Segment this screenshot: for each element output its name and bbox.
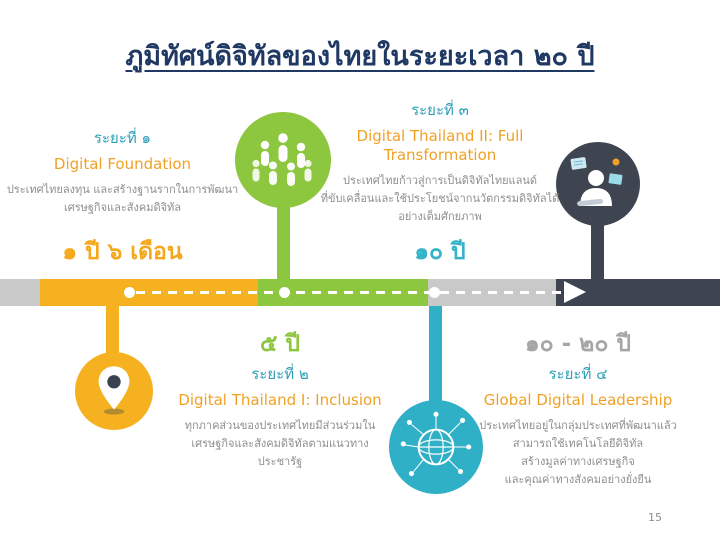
globe-network-icon xyxy=(400,411,472,477)
phase-1-subtitle: Digital Foundation xyxy=(53,155,192,173)
map-pin-icon xyxy=(98,366,130,415)
phase-2-block: ระยะที่ ๒ Digital Thailand I: Inclusion … xyxy=(170,362,390,471)
phase-3-connector xyxy=(429,306,442,406)
phase-1-duration: ๑ ปี ๖ เดือน xyxy=(62,239,183,265)
phase-2-icon-circle xyxy=(235,112,331,208)
phase-3-desc-line: อย่างเต็มศักยภาพ xyxy=(398,209,482,223)
phase-1-connector xyxy=(106,306,119,358)
phase-3-subtitle: Digital Thailand II: Full Transformation xyxy=(356,127,524,164)
milestone-dot-3 xyxy=(429,287,440,298)
phase-4-subtitle: Global Digital Leadership xyxy=(483,391,673,409)
timeline-arrow-icon xyxy=(564,281,586,303)
phase-3-desc-line: ประเทศไทยก้าวสู่การเป็นดิจิทัลไทยแลนด์ xyxy=(342,173,538,187)
milestone-dot-1 xyxy=(124,287,135,298)
phase-3-label: ระยะที่ ๓ xyxy=(411,101,469,119)
phase-4-block: ระยะที่ ๔ Global Digital Leadership ประเ… xyxy=(460,362,696,489)
phase-2-duration: ๕ ปี xyxy=(259,331,300,357)
phase-2-label: ระยะที่ ๒ xyxy=(251,365,309,383)
phase-3-duration: ๑๐ ปี xyxy=(414,239,466,265)
phase-2-subtitle: Digital Thailand I: Inclusion xyxy=(178,391,382,409)
phase-4-desc-line: สามารถใช้เทคโนโลยีดิจิทัล xyxy=(512,436,644,450)
phase-4-desc-line: และคุณค่าทางสังคมอย่างยั่งยืน xyxy=(504,473,652,487)
phase-4-icon-circle xyxy=(556,142,640,226)
phase-4-desc-line: ประเทศไทยอยู่ในกลุ่มประเทศที่พัฒนาแล้ว xyxy=(479,418,677,432)
phase-1-block: ระยะที่ ๑ Digital Foundation ประเทศไทยลง… xyxy=(6,126,239,217)
timeline-dashed-line xyxy=(136,291,566,294)
phase-3-block: ระยะที่ ๓ Digital Thailand II: Full Tran… xyxy=(321,98,560,226)
phase-2-desc-line: ทุกภาคส่วนของประเทศไทยมีส่วนร่วมใน xyxy=(184,418,376,432)
phase-1-label: ระยะที่ ๑ xyxy=(93,129,152,147)
phase-1-desc-line: เศรษฐกิจและสังคมดิจิทัล xyxy=(63,200,182,214)
milestone-dot-2 xyxy=(279,287,290,298)
person-computer-icon xyxy=(570,157,623,207)
phase-4-desc-line: สร้างมูลค่าทางเศรษฐกิจ xyxy=(521,455,635,469)
slide-title: ภูมิทัศน์ดิจิทัลของไทยในระยะเวลา ๒๐ ปี xyxy=(125,41,595,72)
phase-2-connector xyxy=(277,200,290,280)
phase-1-icon-circle xyxy=(75,352,153,430)
phase-3-icon-circle xyxy=(389,400,483,494)
page-number: 15 xyxy=(648,511,662,524)
phase-3-desc-line: ที่ขับเคลื่อนและใช้ประโยชน์จากนวัตกรรมดิ… xyxy=(320,191,560,205)
phase-1-desc-line: ประเทศไทยลงทุน และสร้างฐานรากในการพัฒนา xyxy=(6,182,239,196)
phase-2-desc-line: ประชารัฐ xyxy=(257,455,303,469)
phase-4-label: ระยะที่ ๔ xyxy=(548,365,608,383)
phase-2-desc-line: เศรษฐกิจและสังคมดิจิทัลตามแนวทาง xyxy=(191,436,369,450)
people-group-icon xyxy=(252,133,312,186)
phase-4-connector xyxy=(591,218,604,280)
phase-4-duration: ๑๐ - ๒๐ ปี xyxy=(524,331,631,357)
